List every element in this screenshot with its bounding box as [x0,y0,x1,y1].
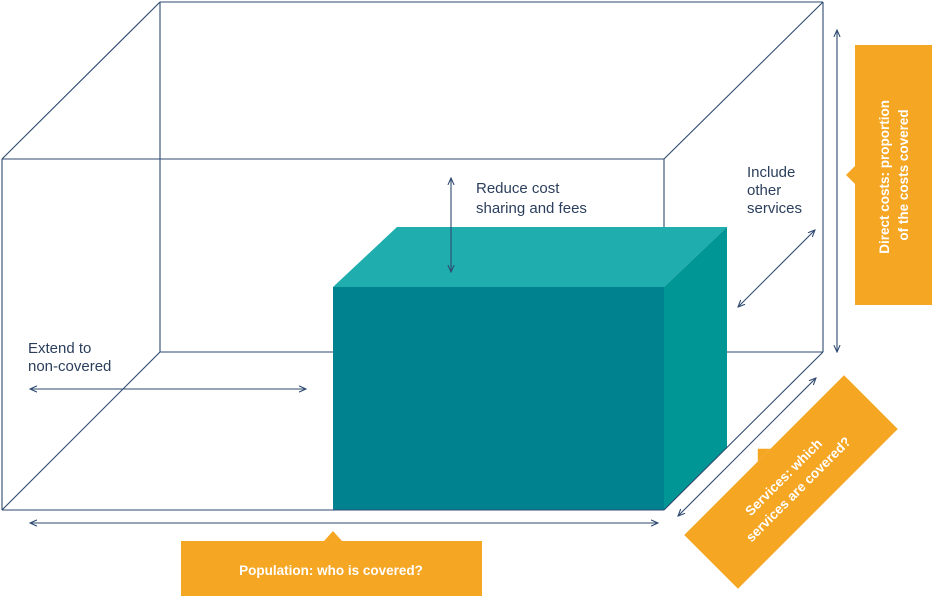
reduce-cost-line-1: Reduce cost [476,180,560,197]
outer-box-wireframe [1,1,824,511]
include-services-label: Include other services [747,164,802,217]
population-tag-text: Population: who is covered? [239,563,423,578]
direct-costs-tag: Direct costs: proportion of the costs co… [846,45,932,305]
population-tag-pointer [324,531,342,541]
top-left-depth-edge [1,1,161,160]
covered-box [333,227,727,510]
direct-costs-tag-line-1: Direct costs: proportion [877,100,892,254]
population-tag-box [181,541,482,596]
covered-box-front-face [333,287,664,510]
covered-box-top-face [333,227,727,287]
include-services-line-3: services [747,200,802,217]
reduce-cost-line-2: sharing and fees [476,200,587,217]
direct-costs-tag-line-2: of the costs covered [896,109,911,240]
direct-costs-tag-box [855,45,932,305]
extend-population-line-1: Extend to [28,340,91,357]
extend-population-label: Extend to non-covered [28,340,111,375]
include-services-line-2: other [747,182,781,199]
include-services-line-1: Include [747,164,795,181]
services-axis-arrow [678,378,816,516]
direct-costs-tag-text: Direct costs: proportion of the costs co… [877,96,911,254]
reduce-cost-label: Reduce cost sharing and fees [476,180,587,217]
top-right-depth-edge [663,1,824,160]
direct-costs-tag-pointer [846,166,855,184]
bottom-left-depth-edge [1,351,161,511]
population-tag: Population: who is covered? [181,531,482,596]
services-tag-box [684,375,898,589]
extend-population-line-2: non-covered [28,358,111,375]
include-services-arrow [738,230,815,307]
